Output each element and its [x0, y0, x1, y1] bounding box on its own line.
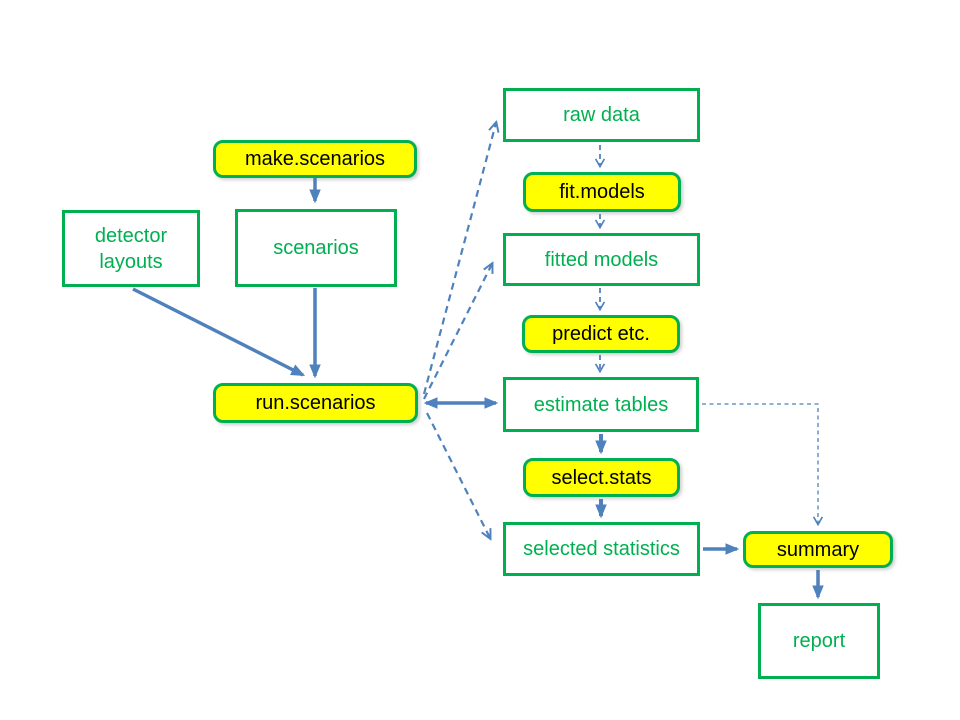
edge-run-scenarios-to-fitted-models	[423, 264, 492, 400]
edge-estimate-tables-to-summary	[702, 403, 824, 527]
node-make-scenarios-label: make.scenarios	[244, 148, 386, 170]
node-fitted-models-label: fitted models	[544, 248, 659, 271]
edge-run-scenarios-to-selected-statistics	[426, 412, 490, 538]
node-fit-models-label: fit.models	[559, 181, 645, 203]
node-detector-layouts-label: detector layouts	[94, 224, 168, 273]
node-scenarios-label: scenarios	[273, 237, 359, 259]
node-report-label: report	[792, 630, 846, 652]
node-selected-statistics-label: selected statistics	[523, 538, 680, 560]
node-select-stats-label: select.stats	[551, 466, 652, 489]
node-summary: summary	[743, 531, 893, 568]
node-run-scenarios: run.scenarios	[213, 383, 418, 423]
node-estimate-tables: estimate tables	[503, 377, 699, 432]
node-predict-etc-label: predict etc.	[552, 323, 650, 345]
node-selected-statistics: selected statistics	[503, 522, 700, 576]
node-report: report	[758, 603, 880, 679]
node-fitted-models: fitted models	[503, 233, 700, 286]
edge-run-scenarios-to-raw-data	[422, 123, 496, 395]
node-select-stats: select.stats	[523, 458, 680, 497]
node-raw-data-label: raw data	[563, 104, 640, 126]
node-estimate-tables-label: estimate tables	[533, 393, 669, 416]
node-detector-layouts: detector layouts	[62, 210, 200, 287]
node-run-scenarios-label: run.scenarios	[255, 392, 376, 414]
node-predict-etc: predict etc.	[522, 315, 680, 353]
node-fit-models: fit.models	[523, 172, 681, 212]
node-summary-label: summary	[776, 538, 860, 561]
node-scenarios: scenarios	[235, 209, 397, 287]
edge-detector-layouts-to-run-scenarios	[132, 287, 306, 377]
node-raw-data: raw data	[503, 88, 700, 142]
node-make-scenarios: make.scenarios	[213, 140, 417, 178]
